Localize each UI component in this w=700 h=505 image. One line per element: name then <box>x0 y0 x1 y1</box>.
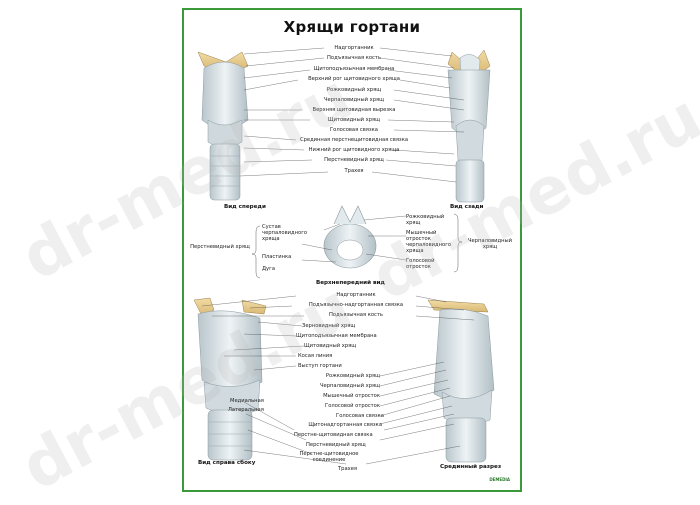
label-muscular-process: Мышечный отросток черпаловидного хряща <box>406 230 452 254</box>
label-vocal-process: Голосовой отросток <box>406 258 435 270</box>
label-corniculate: Рожковидный хрящ <box>326 87 382 93</box>
label-corniculate-mid: Рожковидный хрящ <box>406 214 445 226</box>
label-epiglottis: Надгортанник <box>334 45 374 51</box>
label-thyrohyoid-membrane: Щитоподъязычная мембрана <box>313 66 395 72</box>
label-vocal-process-b: Голосовой отросток <box>325 403 380 409</box>
label-lamina: Пластинка <box>262 254 292 260</box>
side-view-larynx <box>193 297 267 461</box>
label-thyroid-b: Щитовидный хрящ <box>304 343 357 349</box>
label-muscular-process-b: Мышечный отросток <box>323 393 380 399</box>
label-medial: Медиальная <box>230 398 264 404</box>
label-hyoid-b: Подъязычная кость <box>329 312 383 318</box>
top-view-cricoid <box>323 205 377 269</box>
caption-median-section: Срединный разрез <box>440 464 502 470</box>
label-vocal-ligament-b: Голосовая связка <box>336 413 384 419</box>
label-cricothyroid-joint: Перстне-щитовидное соединение <box>299 451 359 463</box>
label-cricoid-group: Перстневидный хрящ <box>190 244 250 250</box>
label-arytenoid-b: Черпаловидный хрящ <box>320 383 380 389</box>
right-brace <box>453 213 463 273</box>
label-arytenoid: Черпаловидный хрящ <box>324 97 384 103</box>
label-hyoid-bone: Подъязычная кость <box>327 55 381 61</box>
label-oblique-line: Косая линия <box>298 353 333 359</box>
label-lateral: Латеральная <box>228 407 264 413</box>
label-thyroid: Щитовидный хрящ <box>327 117 381 123</box>
label-trachea-b: Трахея <box>338 466 358 472</box>
label-arytenoid-joint: Сустав черпаловидного хряща <box>262 224 308 242</box>
poster-title: Хрящи гортани <box>283 18 421 36</box>
label-superior-horn: Верхний рог щитовидного хряща <box>308 76 400 82</box>
label-triticeous: Зерновидный хрящ <box>302 323 356 329</box>
label-superior-thyroid-notch: Верхняя щитовидная вырезка <box>312 107 396 113</box>
leader-lines <box>201 47 475 465</box>
label-thyrohyoid-b: Щитоподъязычная мембрана <box>296 333 377 339</box>
label-arch: Дуга <box>262 266 276 272</box>
label-epiglottis-b: Надгортанник <box>336 292 376 298</box>
label-trachea: Трахея <box>344 168 364 174</box>
label-median-cricothyroid: Срединная перстнещитовидная связка <box>299 137 409 143</box>
median-section-larynx <box>427 299 495 463</box>
caption-front-view: Вид спереди <box>224 204 266 210</box>
poster-frame: Хрящи гортани <box>182 8 522 492</box>
caption-back-view: Вид сзади <box>450 204 484 210</box>
back-view-larynx <box>447 49 491 203</box>
front-view-larynx <box>197 51 249 201</box>
left-brace <box>251 225 261 279</box>
anatomy-illustrations <box>193 47 495 465</box>
label-inferior-horn: Нижний рог щитовидного хряща <box>308 147 400 153</box>
publisher-logo: DEMEDIA <box>489 477 510 482</box>
label-cricothyroid-lig: Перстне-щитовидная связка <box>294 432 373 438</box>
label-laryngeal-prominence: Выступ гортани <box>298 363 342 369</box>
label-thyroepiglottic: Щитонадгортанная связка <box>308 422 382 428</box>
label-cricoid: Перстневидный хрящ <box>324 157 384 163</box>
label-corniculate-b: Рожковидный хрящ <box>325 373 380 379</box>
label-hyoepiglottic: Подъязычно-надгортанная связка <box>308 302 404 308</box>
label-vocal-ligament: Голосовая связка <box>330 127 378 133</box>
label-arytenoid-group: Черпаловидный хрящ <box>468 238 512 250</box>
caption-top-view: Верхнепередний вид <box>316 280 385 286</box>
caption-side-view: Вид справа сбоку <box>198 460 256 466</box>
label-cricoid-b: Перстневидный хрящ <box>306 442 366 448</box>
